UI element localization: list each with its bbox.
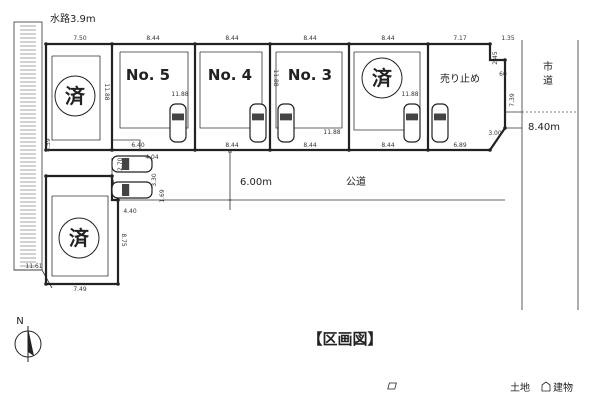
dim-depth-1: 11.88	[103, 83, 110, 100]
dim-corner-top: 1.35	[501, 35, 515, 42]
boundary-points	[44, 42, 507, 286]
boundary-point	[488, 42, 492, 46]
dim-depth-2: 11.88	[171, 91, 188, 98]
car	[249, 103, 267, 143]
north-arrow: N	[14, 316, 42, 362]
dim-top-4: 8.44	[303, 35, 317, 42]
sold-stamp-lot-c: 済	[58, 217, 100, 259]
dim-depth-8: 7.39	[509, 93, 516, 107]
boundary-point	[116, 282, 120, 286]
dim-left-1: 4.59	[45, 138, 52, 152]
lot-label-no4: No. 4	[208, 66, 252, 84]
dim-drive-4: 4.40	[123, 208, 137, 215]
diagram-title: 【区画図】	[307, 330, 382, 348]
boundary-point	[44, 174, 48, 178]
car	[403, 103, 421, 143]
legend-building: 建物	[553, 381, 573, 394]
sold-stamp-lot-b: 済	[361, 57, 403, 99]
sold-stop-label: 売り止め	[440, 72, 480, 85]
sold-stamp-lot-a: 済	[54, 75, 96, 117]
waterway-label: 水路3.9m	[50, 12, 96, 25]
boundary-point	[116, 198, 120, 202]
svg-text:済: 済	[372, 66, 393, 90]
dim-depth-3: 11.88	[272, 69, 279, 86]
boundary-point	[503, 58, 507, 62]
dim-lower-bottom: 7.49	[73, 286, 87, 293]
boundary-point	[268, 42, 272, 46]
city-road-label-2: 道	[543, 74, 553, 87]
city-road-width-label: 8.40m	[528, 122, 560, 133]
dim-bottom-1: 6.40	[131, 142, 145, 149]
car	[277, 103, 295, 143]
car	[169, 103, 187, 143]
city-road-label-1: 市	[543, 60, 553, 73]
dim-bottom-2: 4.04	[145, 154, 159, 161]
public-road-label: 公道	[346, 175, 366, 188]
boundary-point	[503, 126, 507, 130]
dim-bottom-6: 6.89	[453, 142, 467, 149]
dim-drive-1: 2.70	[117, 157, 124, 171]
dim-lower-left: 11.61	[25, 263, 42, 270]
boundary-point	[426, 148, 430, 152]
car	[111, 155, 153, 173]
boundary-point	[110, 174, 114, 178]
dim-depth-7: 60	[499, 71, 507, 78]
dim-top-3: 8.44	[225, 35, 239, 42]
dim-bottom-4: 8.44	[303, 142, 317, 149]
car	[111, 181, 153, 199]
waterway-hatch	[20, 25, 36, 267]
boundary-point	[193, 148, 197, 152]
lot-label-no5: No. 5	[126, 66, 170, 84]
svg-text:済: 済	[69, 226, 90, 250]
dim-corner-bottom: 3.00	[488, 130, 502, 137]
dim-bottom-3: 8.44	[225, 142, 239, 149]
dim-top-6: 7.17	[453, 35, 467, 42]
boundary-point	[347, 148, 351, 152]
boundary-point	[44, 282, 48, 286]
dim-top-1: 7.50	[73, 35, 87, 42]
boundary-point	[110, 148, 114, 152]
public-road	[118, 40, 579, 310]
boundary-point	[110, 42, 114, 46]
boundary-point	[44, 148, 48, 152]
dim-drive-2: 3.30	[151, 173, 158, 187]
car	[431, 103, 449, 143]
legend-land: 土地	[510, 381, 530, 394]
dim-drive-3: 1.69	[159, 189, 166, 203]
boundary-point	[193, 42, 197, 46]
boundary-point	[44, 42, 48, 46]
boundary-point	[347, 42, 351, 46]
boundary-point	[426, 42, 430, 46]
svg-text:済: 済	[65, 84, 86, 108]
boundary-point	[488, 148, 492, 152]
dim-depth-6: 2.45	[492, 51, 499, 65]
boundary-point	[268, 148, 272, 152]
road-width-label: 6.00m	[240, 177, 272, 188]
dim-top-5: 8.44	[381, 35, 395, 42]
parking-cars	[111, 103, 449, 199]
lot-label-no3: No. 3	[288, 66, 332, 84]
dim-depth-4: 11.88	[323, 129, 340, 136]
dim-depth-5: 11.88	[401, 91, 418, 98]
legend: 土地 建物	[387, 381, 573, 394]
dim-lower-right: 8.75	[120, 233, 127, 247]
dim-top-2: 8.44	[146, 35, 160, 42]
dim-bottom-5: 8.44	[381, 142, 395, 149]
waterway	[13, 21, 53, 289]
north-label: N	[16, 316, 23, 327]
